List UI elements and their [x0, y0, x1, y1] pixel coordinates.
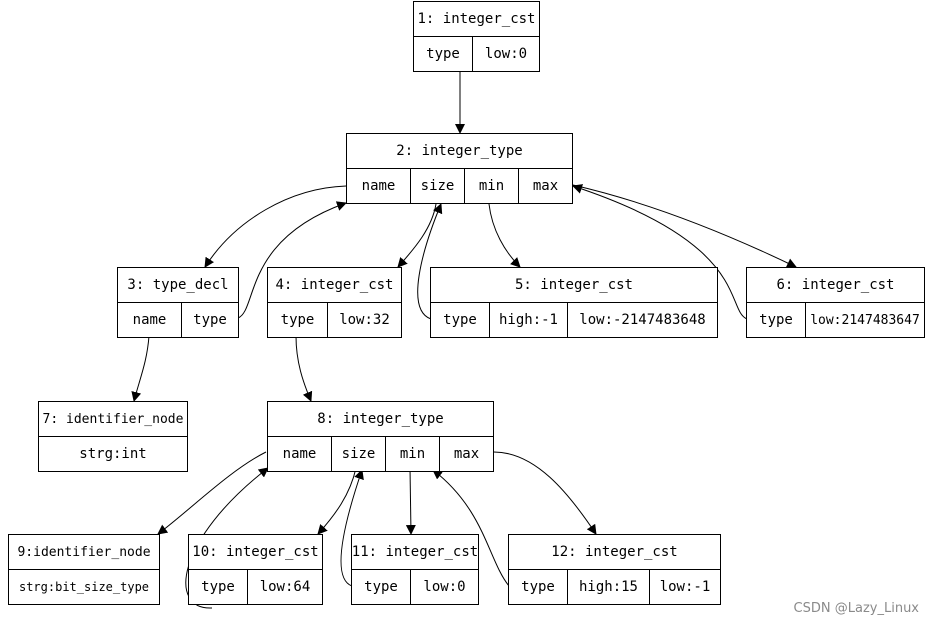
node-2-field-size: size [410, 169, 464, 203]
node-3-title: 3: type_decl [118, 268, 238, 303]
node-4-field-type: type [280, 312, 315, 328]
node-7-field-strg: strg:int [79, 446, 147, 462]
node-12-field-type: type [521, 579, 555, 595]
edge-n4-type-to-n8 [295, 335, 313, 402]
node-1-field-low: low:0 [472, 37, 539, 71]
node-3-field-name: name [132, 312, 167, 328]
node-2-field-max: max [518, 169, 572, 203]
node-4: 4: integer_cst type low:32 [267, 267, 402, 338]
edge-n2-max-to-n6 [572, 184, 797, 268]
node-2-field-name: name [361, 178, 396, 194]
node-12-field-high: high:15 [567, 570, 649, 604]
edge-n2-min-to-n5 [488, 203, 521, 268]
node-10: 10: integer_cst type low:64 [188, 534, 323, 605]
node-11-field-type: type [364, 579, 398, 595]
node-12: 12: integer_cst type high:15 low:-1 [508, 534, 721, 605]
node-12-field-low: low:-1 [649, 570, 720, 604]
edge-n2-size-to-n4 [397, 203, 437, 268]
node-5-field-type: type [443, 312, 477, 328]
node-8-title: 8: integer_type [268, 402, 493, 437]
node-8: 8: integer_type name size min max [267, 401, 494, 472]
node-4-field-low: low:32 [327, 303, 401, 337]
node-3: 3: type_decl name type [117, 267, 239, 338]
node-10-title: 10: integer_cst [189, 535, 322, 570]
node-6-title: 6: integer_cst [747, 268, 924, 303]
node-2-title: 2: integer_type [347, 134, 572, 169]
node-5-field-high: high:-1 [489, 303, 567, 337]
node-11-field-low: low:0 [410, 570, 478, 604]
watermark: CSDN @Lazy_Linux [793, 601, 919, 616]
node-2-field-min: min [464, 169, 518, 203]
node-7: 7: identifier_node strg:int [38, 401, 188, 472]
node-9: 9:identifier_node strg:bit_size_type [8, 534, 160, 605]
node-6-field-low: low:2147483647 [805, 303, 924, 337]
node-10-field-low: low:64 [247, 570, 322, 604]
node-12-title: 12: integer_cst [509, 535, 720, 570]
edge-n8-size-to-n10 [317, 467, 357, 535]
node-1: 1: integer_cst type low:0 [413, 1, 540, 72]
node-7-title: 7: identifier_node [39, 402, 187, 437]
edge-n8-name-to-n9 [157, 451, 267, 535]
node-2: 2: integer_type name size min max [346, 133, 573, 204]
edge-n8-min-to-n11 [405, 467, 416, 535]
edge-n3-type-to-n2 [237, 201, 347, 319]
node-8-field-size: size [331, 437, 385, 471]
edge-n5-type-to-n2 [417, 203, 443, 320]
edge-n8-max-to-n12 [493, 451, 597, 535]
node-9-field-strg: strg:bit_size_type [18, 580, 150, 594]
node-5-field-low: low:-2147483648 [567, 303, 717, 337]
node-10-field-type: type [201, 579, 235, 595]
edge-n6-type-to-n2 [572, 184, 748, 320]
node-8-field-max: max [439, 437, 493, 471]
node-8-field-min: min [385, 437, 439, 471]
node-11: 11: integer_cst type low:0 [351, 534, 479, 605]
node-3-field-type: type [181, 303, 238, 337]
node-1-field-type: type [426, 46, 460, 62]
node-11-title: 11: integer_cst [352, 535, 478, 570]
node-4-title: 4: integer_cst [268, 268, 401, 303]
node-5-title: 5: integer_cst [431, 268, 717, 303]
edge-n3-name-to-n7 [131, 335, 150, 402]
node-1-title: 1: integer_cst [414, 2, 539, 37]
node-5: 5: integer_cst type high:-1 low:-2147483… [430, 267, 718, 338]
node-9-title: 9:identifier_node [9, 535, 159, 570]
node-6: 6: integer_cst type low:2147483647 [746, 267, 925, 338]
edge-n2-name-to-n3 [204, 185, 347, 268]
node-8-field-name: name [282, 446, 317, 462]
edge-n11-type-to-n8 [340, 469, 364, 587]
node-6-field-type: type [759, 312, 793, 328]
edge-n12-type-to-n8 [432, 469, 510, 587]
